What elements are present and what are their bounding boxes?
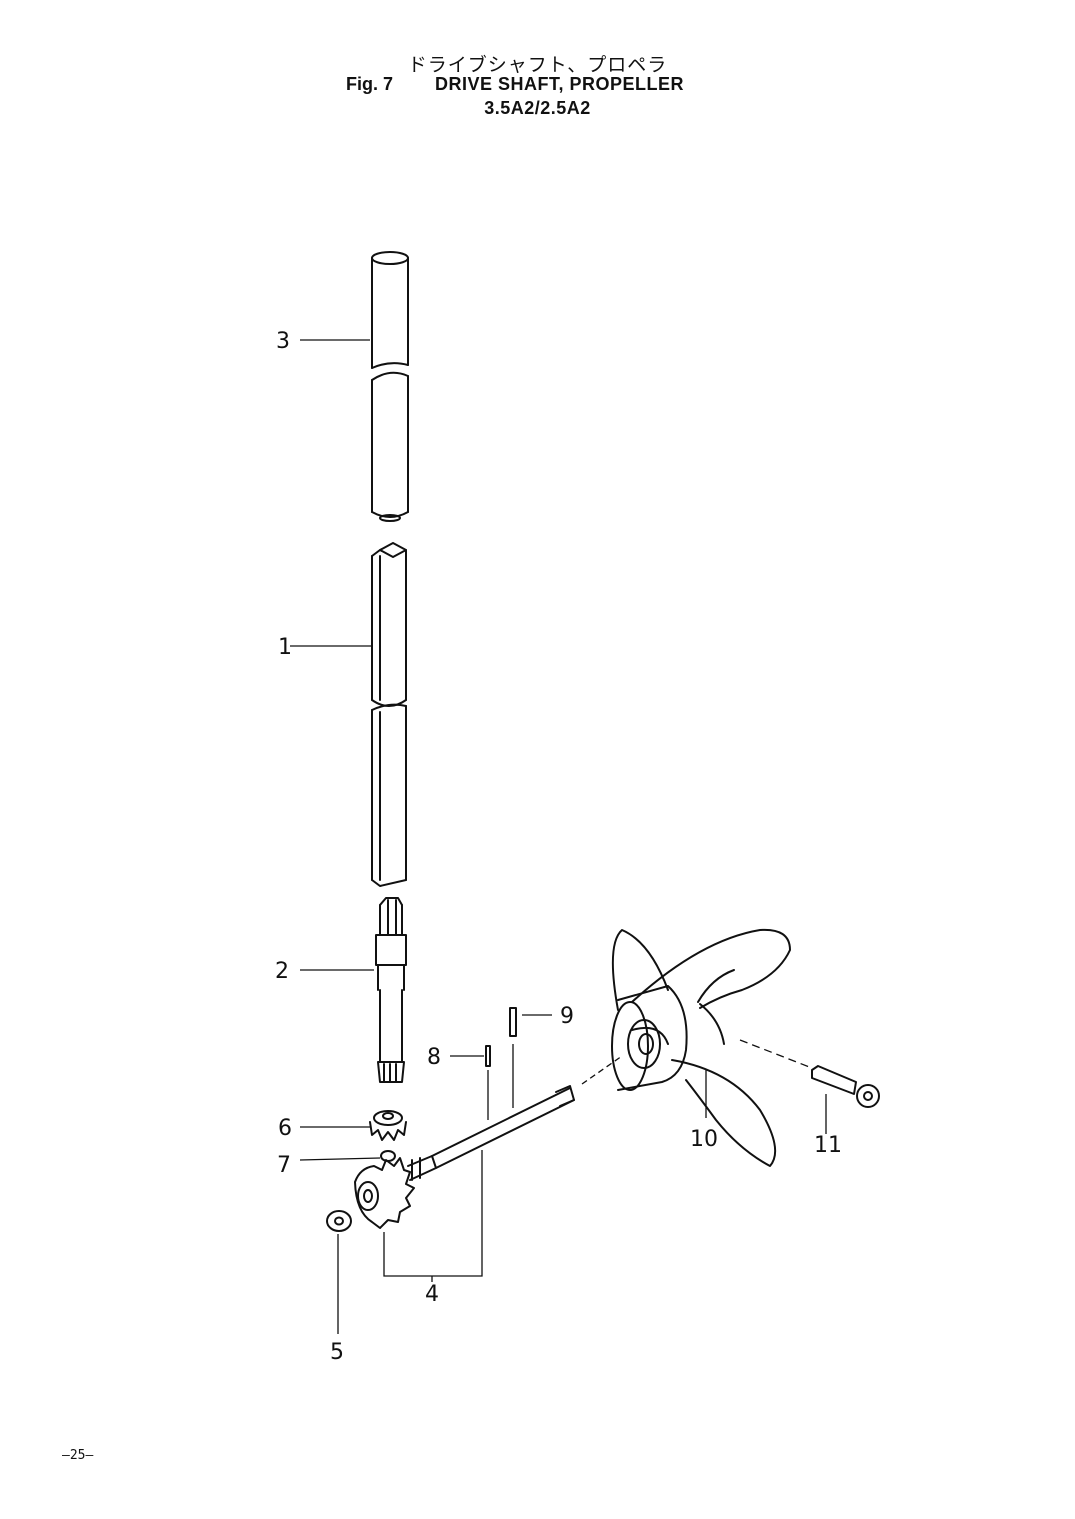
callout-numbers: 3 1 2 9 8 6 7 10 11 4 5 — [275, 329, 842, 1365]
washer-part — [326, 1210, 352, 1232]
callout-5: 5 — [330, 1340, 344, 1365]
page-number: —25— — [62, 1448, 94, 1463]
callout-10: 10 — [690, 1127, 718, 1152]
title-japanese: ドライブシャフト、プロペラ — [407, 55, 668, 76]
pin-part-8 — [485, 1045, 491, 1067]
callout-6: 6 — [278, 1116, 292, 1141]
cotter-pin-part — [811, 1065, 880, 1108]
shaft-tube-part — [371, 251, 409, 522]
callout-4: 4 — [425, 1282, 439, 1307]
callout-1: 1 — [278, 635, 292, 660]
callout-8: 8 — [427, 1045, 441, 1070]
pinion-gear-part — [369, 1110, 407, 1141]
title-row: Fig. 7 DRIVE SHAFT, PROPELLER — [0, 74, 1075, 96]
pin-part-9 — [509, 1007, 517, 1037]
callout-3: 3 — [276, 329, 290, 354]
figure-title: DRIVE SHAFT, PROPELLER — [435, 74, 685, 94]
propeller-part — [611, 928, 791, 1167]
model-label: 3.5A2/2.5A2 — [484, 98, 591, 118]
drive-shaft-lower-part — [375, 897, 407, 1083]
callout-9: 9 — [560, 1004, 574, 1029]
propeller-shaft-assembly-part — [354, 1085, 575, 1229]
callout-11: 11 — [814, 1133, 842, 1158]
leader-lines — [290, 339, 827, 1334]
callout-2: 2 — [275, 959, 289, 984]
circlip-part — [380, 1150, 396, 1162]
figure-label: Fig. 7 — [346, 74, 394, 94]
drive-shaft-part — [371, 542, 407, 887]
callout-7: 7 — [277, 1153, 291, 1178]
